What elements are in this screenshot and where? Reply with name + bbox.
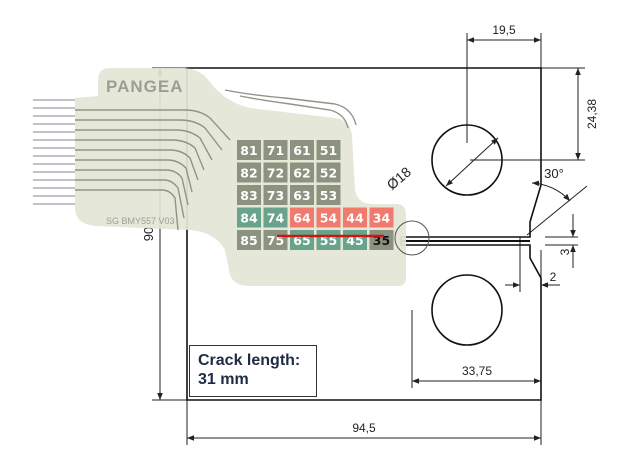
sensor-cell-73 — [263, 185, 288, 205]
sensor-cell-54 — [316, 207, 341, 228]
sensor-cell-label-73: 73 — [267, 188, 284, 203]
sensor-cell-label-54: 54 — [320, 211, 338, 226]
crack-length-value: 31 mm — [198, 371, 249, 388]
dim-right-height: 24,38 — [585, 99, 599, 129]
sensor-model: SG BMY557 V03 — [106, 216, 175, 226]
sensor-cell-74 — [263, 207, 288, 228]
sensor-cell-81 — [237, 140, 261, 160]
sensor-cell-label-63: 63 — [293, 188, 310, 203]
sensor-cell-label-74: 74 — [267, 211, 285, 226]
dim-notch-angle: 30° — [544, 166, 564, 181]
dim-height: 90 — [141, 227, 156, 241]
dim-notch-height: 3 — [558, 248, 572, 255]
sensor-cell-84 — [237, 207, 261, 228]
sensor-cell-label-53: 53 — [320, 188, 337, 203]
sensor-cell-label-62: 62 — [293, 166, 310, 181]
sensor-cell-83 — [237, 185, 261, 205]
crack-length-label: Crack length: — [198, 352, 301, 369]
sensor-cell-label-81: 81 — [240, 143, 257, 158]
crack-gauge-sensor: PANGEA SG BMY557 V03 81 71 61 51 82 72 62 52 83 7… — [33, 68, 430, 286]
hole-diameter-line — [445, 137, 499, 187]
lower-pin-hole — [431, 274, 503, 346]
dim-hole-diameter: Ø18 — [384, 163, 415, 192]
sensor-connector-pins — [33, 99, 75, 205]
sensor-cell-label-85: 85 — [240, 233, 257, 248]
sensor-cell-label-84: 84 — [240, 211, 258, 226]
sensor-cell-label-83: 83 — [240, 188, 257, 203]
dim-hole-center-offset: 33,75 — [462, 364, 492, 378]
sensor-cell-62 — [290, 162, 314, 183]
sensor-cell-44 — [343, 207, 367, 228]
sensor-cell-71 — [263, 140, 288, 160]
sensor-cell-label-72: 72 — [267, 166, 284, 181]
dim-total-width: 94,5 — [352, 421, 376, 435]
sensor-cell-63 — [290, 185, 314, 205]
sensor-cell-label-34: 34 — [373, 211, 391, 226]
sensor-cell-label-52: 52 — [320, 166, 337, 181]
dim-top-width: 19,5 — [492, 23, 516, 37]
sensor-cell-label-51: 51 — [320, 143, 337, 158]
sensor-cell-34 — [369, 207, 394, 228]
sensor-cell-label-71: 71 — [267, 143, 284, 158]
sensor-cell-51 — [316, 140, 341, 160]
sensor-cell-label-61: 61 — [293, 143, 310, 158]
upper-pin-hole — [431, 124, 503, 196]
sensor-cell-label-64: 64 — [293, 211, 311, 226]
sensor-traces — [75, 89, 357, 231]
sensor-cell-72 — [263, 162, 288, 183]
sensor-cell-61 — [290, 140, 314, 160]
notch-detail-circle — [394, 220, 430, 256]
sensor-cell-53 — [316, 185, 341, 205]
sensor-cell-label-82: 82 — [240, 166, 257, 181]
sensor-cell-64 — [290, 207, 314, 228]
dim-notch-offset: 2 — [550, 270, 557, 284]
sensor-cell-label-44: 44 — [346, 211, 364, 226]
sensor-cell-52 — [316, 162, 341, 183]
sensor-cell-82 — [237, 162, 261, 183]
sensor-brand: PANGEA — [106, 77, 183, 96]
crack-length-box: Crack length: 31 mm — [189, 345, 317, 397]
sensor-cell-85 — [237, 230, 261, 250]
